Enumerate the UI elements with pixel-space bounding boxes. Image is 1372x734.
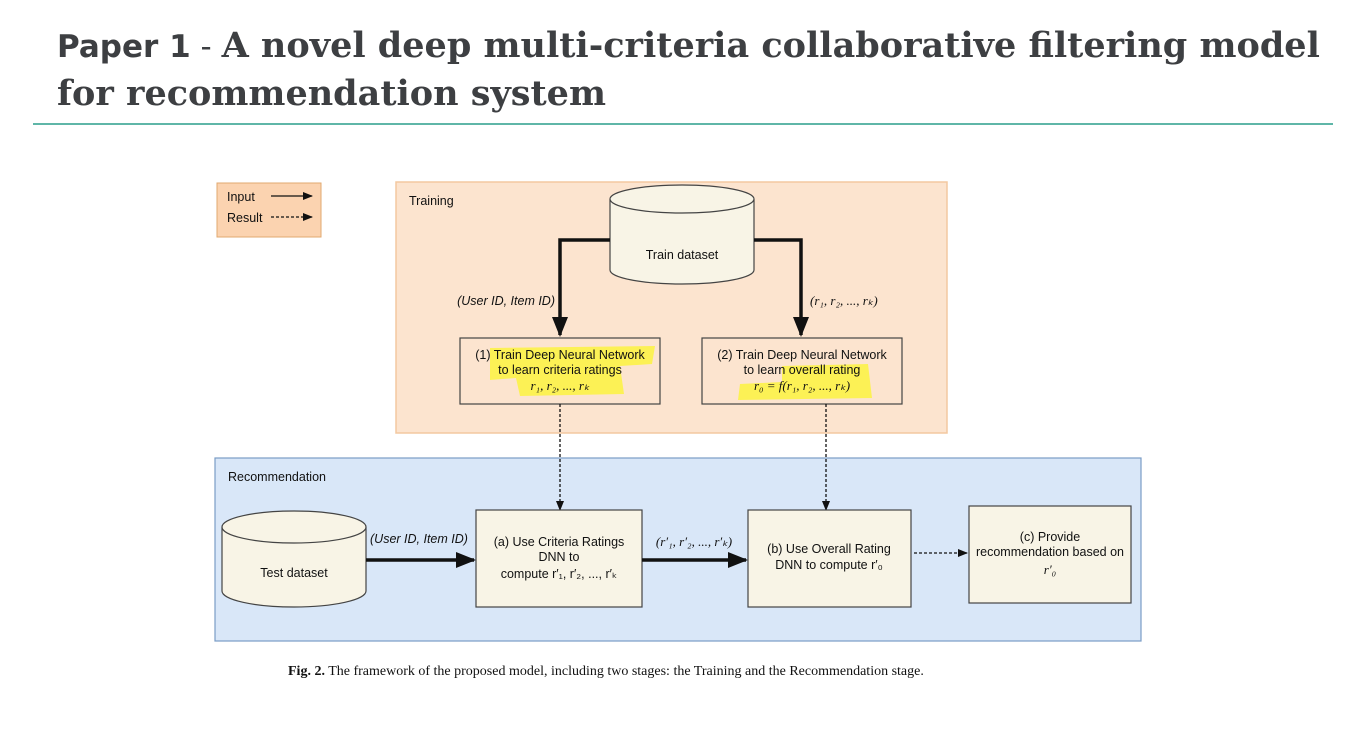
train-input-arrow-right bbox=[754, 238, 809, 337]
recommendation-label: Recommendation bbox=[228, 470, 326, 484]
rec-box-c bbox=[968, 505, 1132, 604]
legend-input-label: Input bbox=[227, 190, 255, 204]
train-input-arrow-left bbox=[552, 238, 610, 337]
title-prefix: Paper 1 bbox=[57, 29, 191, 65]
rec-box-a-line3: compute r′₁, r′₂, ..., r′ₖ bbox=[501, 567, 618, 581]
slide-title: Paper 1 - A novel deep multi-criteria co… bbox=[57, 22, 1347, 117]
train-box-2-line1: (2) Train Deep Neural Network bbox=[717, 348, 887, 362]
rec-box-a-line1: (a) Use Criteria Ratings bbox=[494, 535, 625, 549]
highlight-box2 bbox=[738, 364, 872, 400]
train-box-2-line2: to learn overall rating bbox=[744, 363, 861, 377]
title-main-line2: for recommendation system bbox=[57, 73, 606, 114]
train-box-2-line3: r₀ = f(r₁, r₂, ..., rₖ) bbox=[754, 378, 850, 393]
rec-box-a-line2: DNN to bbox=[539, 550, 580, 564]
rec-box-b-line2: DNN to compute r′₀ bbox=[775, 558, 883, 572]
title-dash: - bbox=[190, 29, 222, 65]
highlight-box1 bbox=[490, 346, 655, 396]
train-dataset-label: Train dataset bbox=[646, 248, 719, 262]
train-right-arrow-label: (r₁, r₂, ..., rₖ) bbox=[810, 293, 878, 308]
title-line-2: for recommendation system bbox=[57, 70, 1347, 117]
title-line-1: Paper 1 - A novel deep multi-criteria co… bbox=[57, 22, 1347, 70]
train-box-2 bbox=[701, 337, 903, 405]
train-box-1-line2: to learn criteria ratings bbox=[498, 363, 622, 377]
rec-box-c-line3: r′₀ bbox=[1044, 562, 1056, 577]
caption-text: The framework of the proposed model, inc… bbox=[324, 664, 924, 679]
train-dataset-cylinder: Train dataset bbox=[609, 184, 755, 285]
training-label: Training bbox=[409, 194, 454, 208]
figure-caption: Fig. 2. The framework of the proposed mo… bbox=[288, 664, 924, 680]
train-left-arrow-label: (User ID, Item ID) bbox=[457, 294, 555, 308]
title-divider bbox=[33, 123, 1333, 125]
test-dataset-cylinder: Test dataset bbox=[221, 510, 367, 608]
a-to-b-arrow-label: (r′₁, r′₂, ..., r′ₖ) bbox=[656, 534, 732, 549]
legend: Input Result bbox=[216, 182, 322, 238]
rec-box-c-line1: (c) Provide bbox=[1020, 530, 1080, 544]
train-box-1-line1: (1) Train Deep Neural Network bbox=[475, 348, 645, 362]
rec-box-b bbox=[747, 509, 912, 608]
test-arrow-label: (User ID, Item ID) bbox=[370, 532, 468, 546]
rec-box-c-line2: recommendation based on bbox=[976, 545, 1124, 559]
test-dataset-label: Test dataset bbox=[260, 566, 328, 580]
title-main-line1: A novel deep multi-criteria collaborativ… bbox=[221, 25, 1320, 66]
caption-fig-label: Fig. 2. bbox=[288, 664, 325, 679]
legend-result-label: Result bbox=[227, 211, 263, 225]
rec-box-b-line1: (b) Use Overall Rating bbox=[767, 542, 891, 556]
train-box-1-line3: r₁, r₂, ..., rₖ bbox=[530, 378, 589, 393]
